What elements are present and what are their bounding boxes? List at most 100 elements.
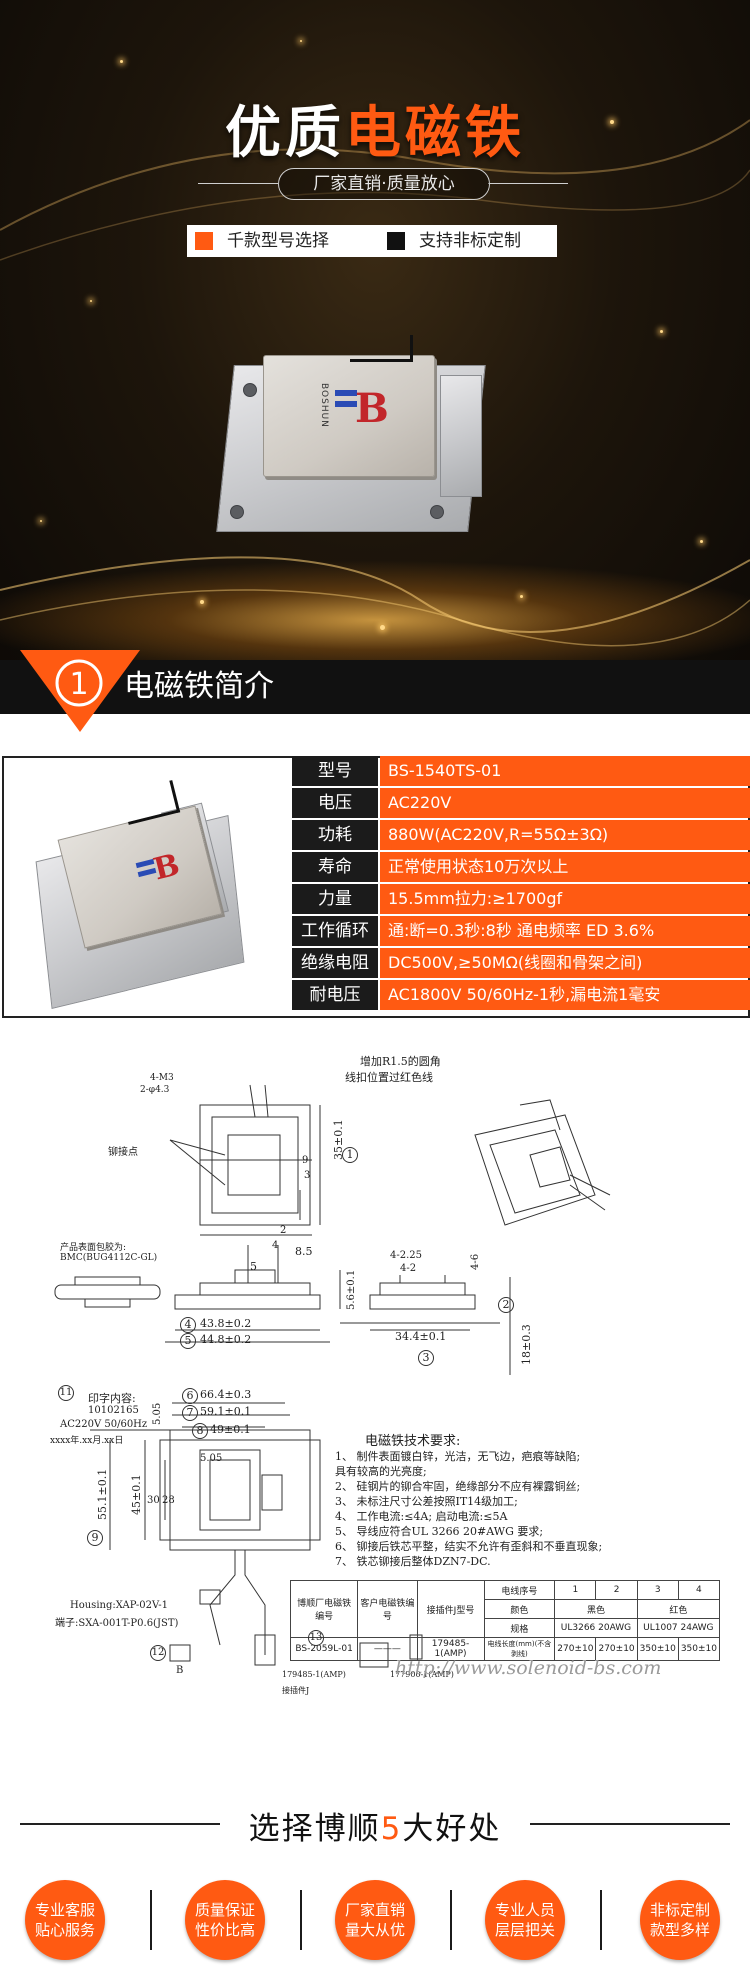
spec-value: 正常使用状态10万次以上 xyxy=(380,852,750,882)
print-content: AC220V 50/60Hz xyxy=(60,1419,148,1430)
hero-banner: 优质电磁铁 厂家直销·质量放心 千款型号选择 支持非标定制 B BOSHUN xyxy=(0,0,750,705)
benefit-line: 量大从优 xyxy=(344,1921,405,1939)
benefit-separator xyxy=(150,1890,152,1950)
benefit-line: 专业人员 xyxy=(494,1901,555,1919)
benefits-title: 选择博顺5大好处 xyxy=(248,1811,502,1847)
benefit-line: 层层把关 xyxy=(494,1921,555,1939)
spec-key: 工作循环 xyxy=(292,916,378,946)
benefit-line: 贴心服务 xyxy=(34,1921,95,1939)
benefit-line: 专业客服 xyxy=(34,1901,95,1919)
callout-number: 1 xyxy=(342,1147,358,1163)
dim-label: 4-2.25 xyxy=(390,1250,423,1261)
mounting-hole xyxy=(430,505,444,519)
spec-value: AC220V xyxy=(380,788,750,818)
coil-body xyxy=(263,355,435,477)
spec-value: 880W(AC220V,R=55Ω±3Ω) xyxy=(380,820,750,850)
benefit-badge: 专业人员 层层把关 xyxy=(485,1880,565,1960)
table-cell: BS-2059L-01 xyxy=(289,1637,359,1661)
dim-label: 5.6±0.1 xyxy=(346,1269,357,1310)
drawing-lines xyxy=(54,1084,611,1668)
table-cell: 350±10 xyxy=(677,1637,721,1661)
logo-mark xyxy=(335,401,357,407)
benefits-line-left xyxy=(20,1823,220,1825)
tech-req: 6、 铆接后铁芯平整，结实不允许有歪斜和不垂直现象; xyxy=(335,1540,603,1553)
callout-number: 12 xyxy=(150,1645,166,1661)
spec-key: 力量 xyxy=(292,884,378,914)
dim-label: 5 xyxy=(250,1260,257,1273)
housing-label: Housing:XAP-02V-1 xyxy=(70,1600,169,1611)
sparkle xyxy=(380,625,385,630)
table-cell: ——— xyxy=(357,1637,418,1661)
table-cell: 179485-1(AMP) xyxy=(416,1637,485,1661)
dim-label: 59.1±0.1 xyxy=(200,1405,252,1418)
dim-label: 45±0.1 xyxy=(130,1474,143,1515)
benefit-line: 款型多样 xyxy=(649,1921,710,1939)
table-header: 博顺厂电磁铁编号 xyxy=(289,1580,359,1638)
benefit-line: 非标定制 xyxy=(649,1901,710,1919)
spec-key: 寿命 xyxy=(292,852,378,882)
feature-label: 支持非标定制 xyxy=(419,231,521,251)
benefit-separator xyxy=(300,1890,302,1950)
hero-tagline: 厂家直销·质量放心 xyxy=(278,168,490,200)
technical-drawing: 4-M3 2-φ4.3 铆接点 35±0.1 9 3 2 4 增加R1.5的圆角… xyxy=(50,1045,730,1705)
tech-req: 1、 制件表面镀白锌，光洁，无飞边，疤痕等缺陷; xyxy=(335,1450,581,1463)
callout-number: 8 xyxy=(192,1423,208,1439)
wire-spec-table: 博顺厂电磁铁编号 客户电磁铁编号 接插件J型号 电线序号 1 2 3 4 颜色 … xyxy=(289,1580,721,1661)
drawing-note: BMC(BUG4112C-GL) xyxy=(60,1253,158,1263)
dim-label: 9 xyxy=(302,1155,309,1166)
drawing-note: 产品表面包胶为: xyxy=(60,1243,127,1253)
product-image: B BOSHUN xyxy=(215,335,505,535)
dim-label: 4-M3 xyxy=(150,1073,174,1083)
connector-label: 179485-1(AMP) xyxy=(282,1670,346,1679)
dim-label: 3 xyxy=(304,1170,311,1181)
callout-number: 11 xyxy=(58,1385,74,1401)
connector-b-label: B xyxy=(176,1665,184,1676)
spec-key: 耐电压 xyxy=(292,980,378,1010)
benefit-badge: 非标定制 款型多样 xyxy=(640,1880,720,1960)
tech-req: 7、 铁芯铆接后整体DZN7-DC. xyxy=(335,1555,491,1568)
tech-req: 5、 导线应符合UL 3266 20#AWG 要求; xyxy=(335,1525,544,1538)
callout-number: 3 xyxy=(418,1350,434,1366)
spec-row: 工作循环通:断=0.3秒:8秒 通电频率 ED 3.6% xyxy=(292,916,750,948)
mounting-hole xyxy=(243,383,257,397)
sparkle xyxy=(700,540,703,543)
logo-text: BOSHUN xyxy=(319,383,329,428)
table-header: 电线序号 xyxy=(483,1580,556,1600)
connector-label: 177900-1(AMP) xyxy=(390,1670,454,1679)
spec-key: 型号 xyxy=(292,756,378,786)
table-cell: 黑色 xyxy=(554,1599,638,1619)
benefit-separator xyxy=(600,1890,602,1950)
table-cell: 270±10 xyxy=(554,1637,597,1661)
tech-req: 具有较高的光亮度; xyxy=(335,1465,427,1478)
dim-label: 30 xyxy=(147,1495,160,1506)
section-number: 1 xyxy=(69,667,88,702)
sparkle xyxy=(610,120,614,124)
sparkle xyxy=(90,300,92,302)
dim-label: 49±0.1 xyxy=(210,1423,251,1436)
table-cell: UL1007 24AWG xyxy=(636,1618,721,1638)
dim-label: 2 xyxy=(280,1225,287,1236)
table-header: 颜色 xyxy=(483,1599,556,1619)
dim-label: 44.8±0.2 xyxy=(200,1333,252,1346)
spec-value: DC500V,≥50MΩ(线圈和骨架之间) xyxy=(380,948,750,978)
dim-label: 8.5 xyxy=(295,1245,313,1258)
logo-b: B xyxy=(355,385,389,432)
sparkle xyxy=(300,40,302,42)
tagline-line-left xyxy=(198,183,278,184)
logo-mark xyxy=(335,390,357,396)
drawing-note: 增加R1.5的圆角 xyxy=(360,1055,441,1068)
dim-label: 2-φ4.3 xyxy=(140,1085,170,1095)
feature-marker-black xyxy=(387,232,405,250)
benefit-line: 质量保证 xyxy=(194,1901,255,1919)
callout-number: 4 xyxy=(180,1317,196,1333)
section-title: 电磁铁简介 xyxy=(124,669,274,704)
housing-label: 端子:SXA-001T-P0.6(JST) xyxy=(55,1618,179,1629)
hero-title: 优质电磁铁 xyxy=(225,101,525,166)
dim-label: 4 xyxy=(272,1240,279,1251)
spec-row: 寿命正常使用状态10万次以上 xyxy=(292,852,750,884)
